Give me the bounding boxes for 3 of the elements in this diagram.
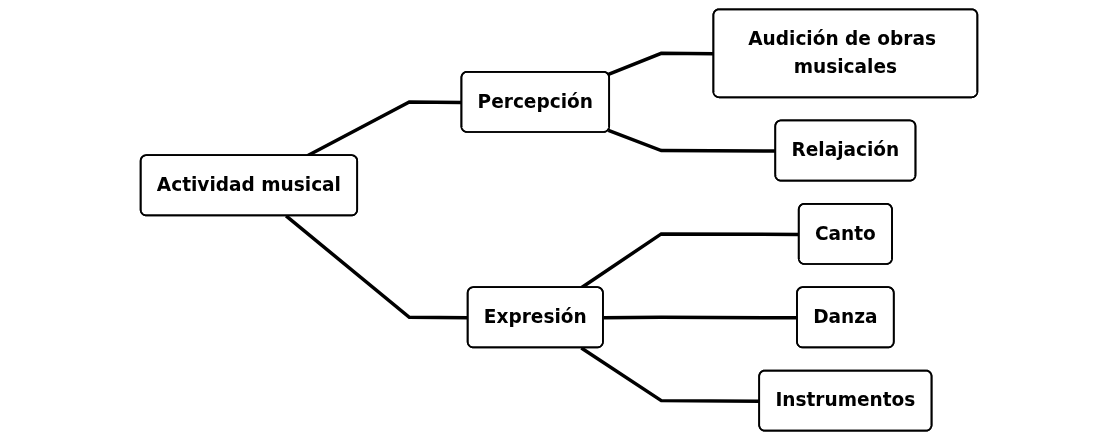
connector — [580, 346, 760, 403]
connector — [607, 128, 776, 153]
connector — [607, 51, 714, 77]
